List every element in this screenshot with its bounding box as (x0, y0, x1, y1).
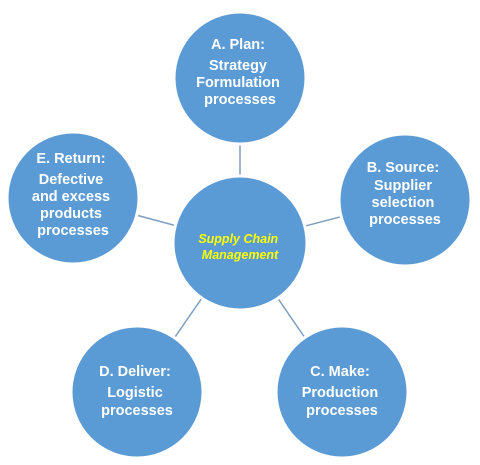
svg-text:C. Make: Production: C. Make: Production processes (302, 364, 383, 419)
svg-text:B. Source: Supplier: B. Source: Supplier selection processes (367, 160, 444, 228)
node-deliver-line: D. Deliver: (99, 364, 171, 380)
node-source-circle (337, 132, 473, 268)
node-source-line: processes (369, 212, 441, 228)
node-deliver-line: processes (101, 403, 173, 419)
node-return-line: and excess (32, 189, 110, 205)
node-plan: A. Plan: Strategy Formulation processes (172, 10, 308, 146)
node-return-circle (5, 130, 141, 266)
svg-text:D. Deliver: Logistic: D. Deliver: Logistic processes (99, 364, 175, 419)
node-source-line: Supplier (374, 178, 432, 194)
node-plan-line: Strategy (209, 58, 267, 74)
center-line: Supply Chain (198, 232, 278, 246)
node-make-line: processes (306, 403, 378, 419)
svg-text:Supply Chain Management: Supply Chain Management (198, 232, 281, 262)
node-deliver-line: Logistic (107, 385, 163, 401)
node-plan-circle (172, 10, 308, 146)
node-plan-line: Formulation (196, 75, 280, 91)
node-plan-line: processes (204, 92, 276, 108)
node-return-line: Defective (39, 172, 103, 188)
node-center: Supply Chain Management (171, 174, 309, 312)
node-return-line: E. Return: (36, 151, 105, 167)
node-deliver: D. Deliver: Logistic processes (69, 324, 205, 460)
node-source: B. Source: Supplier selection processes (337, 132, 473, 268)
node-center-circle (171, 174, 309, 312)
svg-text:E. Return: Defective: E. Return: Defective and excess products… (32, 151, 114, 239)
node-make-line: C. Make: (310, 364, 370, 380)
node-return-line: products (40, 206, 102, 222)
node-deliver-circle (69, 324, 205, 460)
node-make: C. Make: Production processes (274, 324, 410, 460)
node-plan-line: A. Plan: (211, 37, 265, 53)
node-return: E. Return: Defective and excess products… (5, 130, 141, 266)
node-make-line: Production (302, 385, 379, 401)
node-return-line: processes (37, 223, 109, 239)
svg-text:A. Plan: Strategy: A. Plan: Strategy Formulation processes (196, 37, 284, 108)
node-make-circle (274, 324, 410, 460)
node-source-line: selection (372, 195, 435, 211)
node-source-line: B. Source: (367, 160, 440, 176)
center-line: Management (202, 248, 279, 262)
